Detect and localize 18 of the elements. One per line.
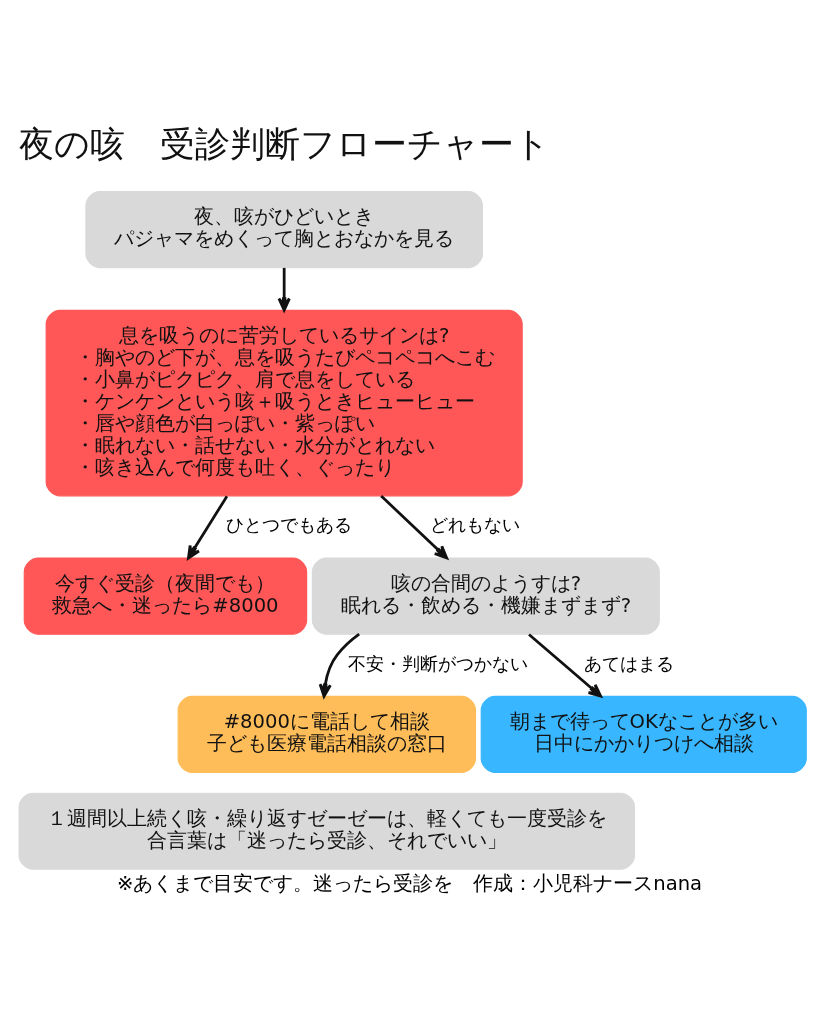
edge-label: 不安・判断がつかない (347, 652, 528, 674)
node-box: 咳の合間のようすは? 眠れる・飲める・機嫌まずまず? (311, 557, 660, 635)
node-box: 今すぐ受診（夜間でも） 救急へ・迷ったら#8000 (23, 557, 308, 635)
edge-label: どれもない (430, 514, 521, 536)
arrow (187, 495, 229, 560)
arrow (528, 633, 603, 698)
arrow (380, 494, 449, 560)
edge-label: ひとつでもある (226, 514, 353, 536)
diagram-title: 夜の咳 受診判断フローチャート (18, 123, 550, 164)
node-box: １週間以上続く咳・繰り返すゼーゼーは、軽くても一度受診を 合言葉は「迷ったら受診、それでいい」 (18, 792, 636, 870)
node-box: 息を吸うのに苦労しているサインは? ・胸やのど下が、息を吸うたびペコペコへこむ ・小鼻がピクピク、肩で息をしている ・ケンケンという咳＋吸うときヒューヒュー ・唇や顔色が白っぽい・紫っぽい ・眠れない・話せない・水分がとれない ・咳き込んで何度も吐く、ぐったり (45, 309, 523, 497)
node-box: #8000に電話して相談 子ども医療電話相談の窓口 (177, 695, 477, 774)
edge-label: あてはまる (583, 652, 674, 674)
node-box: 夜、咳がひどいとき パジャマをめくって胸とおなかを見る (85, 191, 483, 269)
caption: ※あくまで目安です。迷ったら受診を 作成：小児科ナースnana (116, 871, 703, 895)
arrow (277, 267, 291, 312)
node-box: 朝まで待ってOKなことが多い 日中にかかりつけへ相談 (480, 695, 807, 774)
arrow (318, 633, 360, 698)
